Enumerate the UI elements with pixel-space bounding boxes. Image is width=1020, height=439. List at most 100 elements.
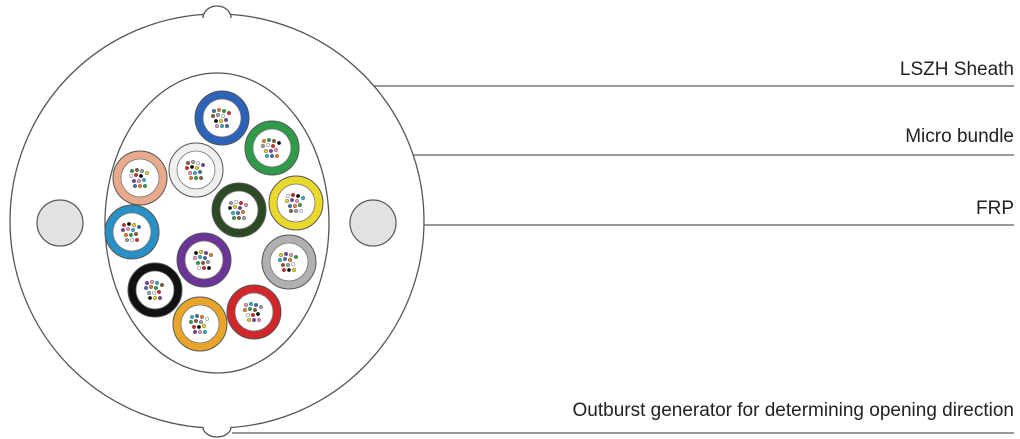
outburst-generator-notch-bottom bbox=[202, 426, 232, 438]
fiber bbox=[197, 330, 202, 335]
micro-bundle-yellow bbox=[268, 175, 324, 231]
fiber bbox=[192, 330, 197, 335]
fiber bbox=[194, 314, 199, 319]
fiber bbox=[270, 153, 275, 158]
fiber bbox=[192, 256, 197, 261]
outburst-notch-top bbox=[202, 5, 232, 19]
fiber bbox=[252, 308, 257, 313]
micro-bundle-dark-green bbox=[211, 182, 267, 238]
fiber bbox=[195, 261, 200, 266]
fiber bbox=[153, 286, 158, 291]
fiber bbox=[296, 193, 301, 198]
fiber bbox=[128, 173, 133, 178]
fiber bbox=[129, 237, 134, 242]
fiber bbox=[262, 138, 267, 143]
frp-left bbox=[36, 199, 84, 247]
fiber bbox=[241, 215, 246, 220]
fiber bbox=[185, 160, 190, 165]
fiber bbox=[278, 258, 283, 263]
fiber bbox=[202, 330, 207, 335]
fiber bbox=[253, 303, 258, 308]
fiber bbox=[243, 303, 248, 308]
fiber bbox=[259, 305, 264, 310]
fiber bbox=[223, 117, 228, 122]
fiber bbox=[279, 252, 284, 257]
micro-bundle-core bbox=[135, 270, 175, 310]
fiber bbox=[202, 256, 207, 261]
fiber bbox=[293, 203, 298, 208]
label-outburst-generator: Outburst generator for determining openi… bbox=[572, 400, 1014, 421]
fiber bbox=[228, 200, 233, 205]
fiber bbox=[203, 250, 208, 255]
fiber bbox=[128, 232, 133, 237]
fiber bbox=[291, 192, 296, 197]
micro-bundle-gray bbox=[261, 234, 317, 290]
fiber bbox=[292, 268, 297, 273]
fiber bbox=[211, 108, 216, 113]
fiber bbox=[221, 108, 226, 113]
fiber bbox=[184, 165, 189, 170]
fiber bbox=[133, 172, 138, 177]
micro-bundle-black bbox=[127, 262, 183, 318]
fiber bbox=[134, 237, 139, 242]
fiber bbox=[197, 169, 202, 174]
fiber bbox=[151, 291, 156, 296]
fiber bbox=[136, 224, 141, 229]
fiber bbox=[156, 290, 161, 295]
fiber bbox=[250, 313, 255, 318]
fiber bbox=[232, 204, 237, 209]
fiber bbox=[141, 177, 146, 182]
fiber bbox=[200, 261, 205, 266]
fiber bbox=[281, 263, 286, 268]
fiber bbox=[124, 237, 129, 242]
fiber bbox=[294, 254, 299, 259]
fiber bbox=[272, 138, 277, 143]
fiber bbox=[295, 198, 300, 203]
fiber bbox=[191, 325, 196, 330]
micro-bundle-core bbox=[184, 240, 224, 280]
fiber bbox=[210, 113, 215, 118]
fiber bbox=[218, 118, 223, 123]
fiber bbox=[187, 170, 192, 175]
micro-bundle-core bbox=[120, 158, 160, 198]
fiber bbox=[205, 260, 210, 265]
micro-bundle-core bbox=[269, 242, 309, 282]
fiber bbox=[261, 143, 266, 148]
fiber bbox=[267, 137, 272, 142]
micro-bundle-core bbox=[234, 292, 274, 332]
micro-bundle-tan bbox=[112, 150, 168, 206]
fiber bbox=[121, 222, 126, 227]
fiber bbox=[290, 197, 295, 202]
fiber bbox=[139, 168, 144, 173]
fiber bbox=[144, 281, 149, 286]
micro-bundle-core bbox=[219, 190, 259, 230]
fiber bbox=[198, 175, 203, 180]
fiber bbox=[193, 175, 198, 180]
fiber bbox=[245, 313, 250, 318]
fiber bbox=[200, 162, 205, 167]
micro-bundle-core bbox=[112, 212, 152, 252]
fiber bbox=[133, 231, 138, 236]
label-frp: FRP bbox=[976, 198, 1014, 219]
fiber bbox=[126, 221, 131, 226]
fiber bbox=[219, 123, 224, 128]
fiber bbox=[216, 107, 221, 112]
fiber bbox=[204, 317, 209, 322]
fiber bbox=[144, 170, 149, 175]
fiber bbox=[197, 254, 202, 259]
fiber bbox=[147, 296, 152, 301]
fiber bbox=[206, 266, 211, 271]
micro-bundle-white bbox=[168, 142, 224, 198]
fiber bbox=[286, 263, 291, 268]
micro-bundle-core bbox=[252, 128, 292, 168]
fiber bbox=[274, 147, 279, 152]
fiber bbox=[143, 286, 148, 291]
fiber bbox=[138, 173, 143, 178]
fiber bbox=[289, 208, 294, 213]
fiber bbox=[238, 200, 243, 205]
fiber bbox=[131, 222, 136, 227]
fiber bbox=[247, 307, 252, 312]
fiber bbox=[288, 203, 293, 208]
fiber bbox=[233, 199, 238, 204]
fiber bbox=[136, 178, 141, 183]
